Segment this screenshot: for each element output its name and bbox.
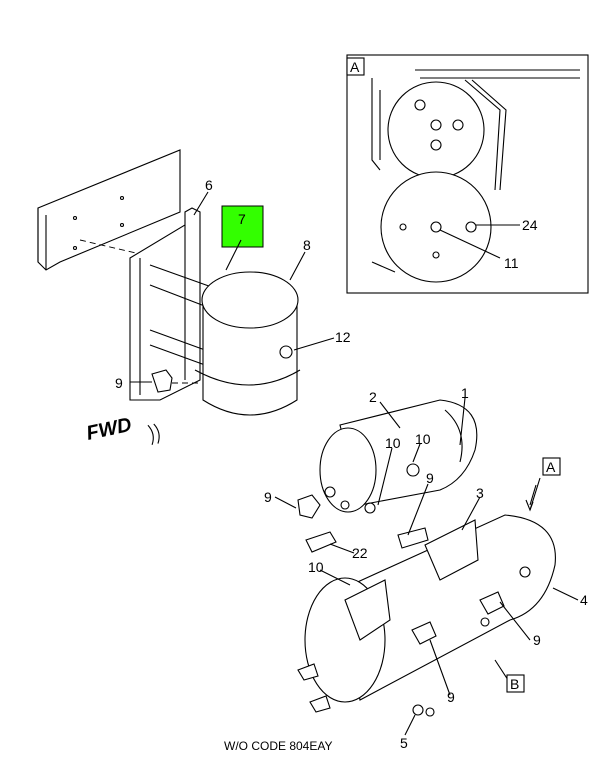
callout-10[interactable]: 10 — [308, 559, 324, 575]
highlight-box-7[interactable] — [221, 205, 264, 248]
callout-2[interactable]: 2 — [369, 389, 377, 405]
callout-22[interactable]: 22 — [352, 545, 368, 561]
air-tank-upper — [297, 399, 478, 553]
callout-24[interactable]: 24 — [522, 217, 538, 233]
air-tank-8 — [194, 271, 301, 416]
callout-6[interactable]: 6 — [205, 177, 213, 193]
inset-view-a: A 24 11 — [346, 54, 589, 294]
callout-7[interactable]: 7 — [238, 211, 246, 227]
inset-label-box — [346, 57, 365, 76]
callout-4[interactable]: 4 — [580, 592, 588, 608]
callout-9[interactable]: 9 — [115, 375, 123, 391]
callout-10[interactable]: 10 — [385, 435, 401, 451]
callout-11[interactable]: 11 — [504, 255, 519, 271]
air-tank-lower — [297, 514, 556, 717]
callout-1[interactable]: 1 — [461, 385, 469, 401]
callout-8[interactable]: 8 — [303, 237, 311, 253]
view-ref-a[interactable]: A — [546, 459, 556, 475]
tank-bracket — [129, 207, 221, 401]
valve-9 — [151, 369, 173, 393]
footer-note: W/O CODE 804EAY — [224, 739, 332, 753]
callout-9[interactable]: 9 — [426, 470, 434, 486]
view-ref-b[interactable]: B — [510, 676, 519, 692]
callout-12[interactable]: 12 — [335, 329, 351, 345]
drain-fitting-12 — [279, 345, 293, 359]
inset-label: A — [350, 59, 360, 75]
callout-9[interactable]: 9 — [533, 632, 541, 648]
callout-3[interactable]: 3 — [476, 485, 484, 501]
view-ref-b-box — [506, 674, 525, 693]
view-ref-a-box — [542, 457, 561, 476]
fwd-label: FWD — [84, 414, 133, 445]
callout-10[interactable]: 10 — [415, 431, 431, 447]
callout-9[interactable]: 9 — [447, 689, 455, 705]
callout-5[interactable]: 5 — [400, 735, 408, 751]
callout-9[interactable]: 9 — [264, 489, 272, 505]
